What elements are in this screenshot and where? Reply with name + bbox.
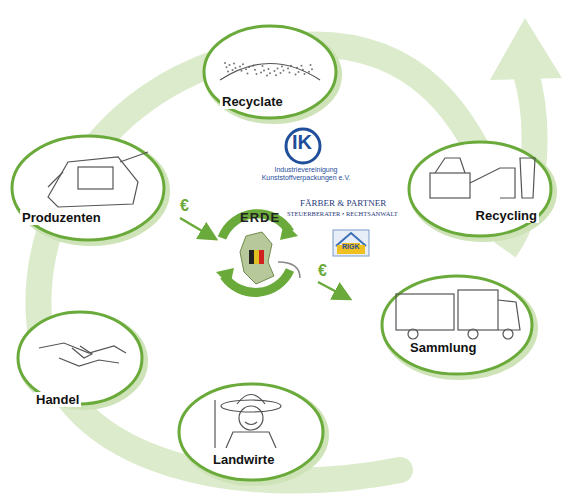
money-arrow [180, 218, 214, 238]
rigk-logo [333, 230, 369, 256]
node-label: Produzenten [20, 210, 103, 225]
cycle-node: Produzenten [8, 132, 168, 244]
node-label: Recycling [474, 208, 539, 223]
firm-subtitle: STEUERBERATER • RECHTSANWALT [287, 210, 398, 217]
ik-name: Industrievereinigung Kunststoffverpackun… [256, 166, 356, 182]
cycle-node: Recycling [405, 138, 555, 240]
node-label: Landwirte [211, 452, 276, 467]
ellipse-outline [179, 384, 323, 480]
ellipse-outline [204, 26, 336, 118]
ik-logo-text: IK [292, 131, 312, 154]
ellipse-outline [409, 142, 551, 236]
euro-sign: € [180, 197, 189, 215]
ik-logo [286, 129, 320, 163]
ellipse-outline [382, 276, 532, 374]
node-ellipse [175, 380, 335, 492]
cycle-arrowhead [490, 18, 562, 80]
cycle-node: Sammlung [378, 272, 536, 378]
node-ellipse [378, 272, 544, 386]
erde-logo-text: ERDE [240, 210, 280, 225]
rigk-logo-text: RIGK [342, 243, 360, 251]
cycle-node: Landwirte [175, 380, 327, 484]
erde-logo [216, 214, 300, 293]
plant-sketch [430, 158, 535, 198]
money-arrow [318, 282, 348, 298]
hands-sketch [39, 343, 126, 366]
cycle-node: Handel [14, 308, 146, 408]
ellipse-outline [18, 312, 142, 404]
euro-sign: € [318, 262, 327, 280]
node-label: Handel [34, 392, 81, 407]
ellipse-outline [12, 136, 164, 240]
node-label: Recyclate [220, 94, 285, 109]
node-ellipse [8, 132, 176, 252]
node-label: Sammlung [408, 340, 478, 355]
machine-sketch [48, 152, 148, 207]
firm-name: FÄRBER & PARTNER [300, 198, 386, 208]
pile-sketch [220, 62, 320, 80]
cycle-node: Recyclate [200, 22, 340, 122]
farmer-sketch [215, 395, 281, 449]
truck-sketch [396, 290, 520, 339]
node-ellipse [200, 22, 348, 130]
node-ellipse [405, 138, 563, 248]
